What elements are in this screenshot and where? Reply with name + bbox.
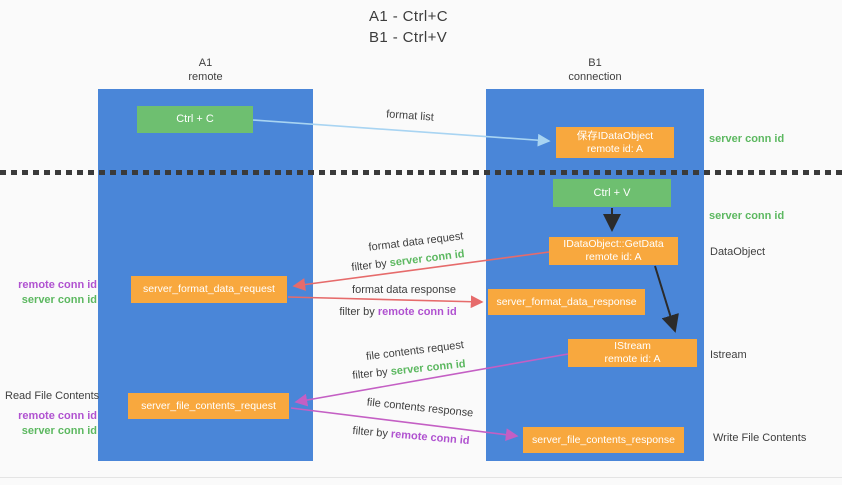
node-server-file-contents-request: server_file_contents_request — [128, 393, 289, 419]
remote-conn-id-text: remote conn id — [18, 279, 97, 291]
format-data-response-arrow — [287, 295, 484, 309]
node-server-file-contents-response: server_file_contents_response — [523, 427, 684, 453]
filter-by-text: filter by — [339, 306, 375, 318]
remote-conn-id-text: remote conn id — [390, 428, 470, 448]
left-conn-ids-file: remote conn id server conn id — [5, 409, 97, 439]
label-dataobject: DataObject — [710, 246, 766, 258]
node-ctrl-v-label: Ctrl + V — [593, 186, 631, 199]
node-ctrl-c: Ctrl + C — [137, 106, 253, 133]
server-conn-id-text: server conn id — [21, 425, 97, 437]
filter-by-text: filter by — [351, 366, 389, 382]
lane-b1-name: B1 — [588, 57, 602, 69]
title-line-a1: A1 - Ctrl+C — [369, 8, 448, 25]
node-file-response-label: server_file_contents_response — [531, 433, 675, 446]
remote-conn-id-text: remote conn id — [377, 306, 457, 318]
node-file-request-label: server_file_contents_request — [141, 399, 276, 412]
node-ctrl-c-label: Ctrl + C — [176, 113, 214, 125]
diagram-title: A1 - Ctrl+C B1 - Ctrl+V — [369, 6, 448, 48]
right-server-conn-id-1: server conn id — [709, 133, 785, 145]
left-conn-ids-format: remote conn id server conn id — [5, 278, 97, 308]
title-line-b1: B1 - Ctrl+V — [369, 29, 448, 46]
dashed-divider — [0, 170, 842, 175]
node-format-response-label: server_format_data_response — [496, 295, 637, 308]
label-format-data-response: format data response — [352, 284, 456, 296]
lane-header-a1: A1 remote — [98, 56, 313, 84]
label-filter-by-server-1: filter by server conn id — [351, 248, 465, 274]
label-read-file-contents: Read File Contents — [5, 390, 100, 402]
lane-a1-subtitle: remote — [188, 71, 223, 83]
label-filter-by-remote-1: filter by remote conn id — [339, 306, 456, 318]
filter-by-text: filter by — [350, 257, 388, 274]
node-save-idataobject-line1: 保存IDataObject — [576, 129, 654, 142]
lane-b1-subtitle: connection — [568, 71, 622, 83]
node-server-format-data-response: server_format_data_response — [488, 289, 645, 315]
bottom-border — [0, 477, 842, 478]
server-conn-id-text: server conn id — [390, 358, 467, 378]
node-istream: IStream remote id: A — [568, 339, 697, 367]
lane-header-b1: B1 connection — [486, 56, 704, 84]
server-conn-id-text: server conn id — [21, 294, 97, 306]
node-idataobject-getdata: IDataObject::GetData remote id: A — [549, 237, 678, 265]
filter-by-text: filter by — [352, 424, 389, 440]
node-ctrl-v: Ctrl + V — [553, 179, 671, 207]
node-istream-line1: IStream — [614, 340, 651, 352]
label-file-contents-response: file contents response — [366, 396, 474, 420]
node-save-idataobject: 保存IDataObject remote id: A — [556, 127, 674, 158]
node-save-idataobject-line2: remote id: A — [586, 142, 644, 155]
lane-a1-name: A1 — [198, 57, 213, 69]
node-getdata-line2: remote id: A — [585, 251, 642, 263]
label-write-file-contents: Write File Contents — [713, 432, 807, 444]
server-conn-id-text: server conn id — [389, 248, 466, 270]
node-format-request-label: server_format_data_request — [143, 283, 275, 295]
label-istream: Istream — [710, 349, 747, 361]
right-server-conn-id-2: server conn id — [709, 210, 785, 222]
node-getdata-line1: IDataObject::GetData — [563, 238, 664, 250]
label-filter-by-remote-2: filter by remote conn id — [352, 425, 470, 447]
node-istream-line2: remote id: A — [604, 353, 661, 365]
label-format-list: format list — [385, 108, 435, 124]
node-server-format-data-request: server_format_data_request — [131, 276, 287, 303]
remote-conn-id-text: remote conn id — [18, 410, 97, 422]
